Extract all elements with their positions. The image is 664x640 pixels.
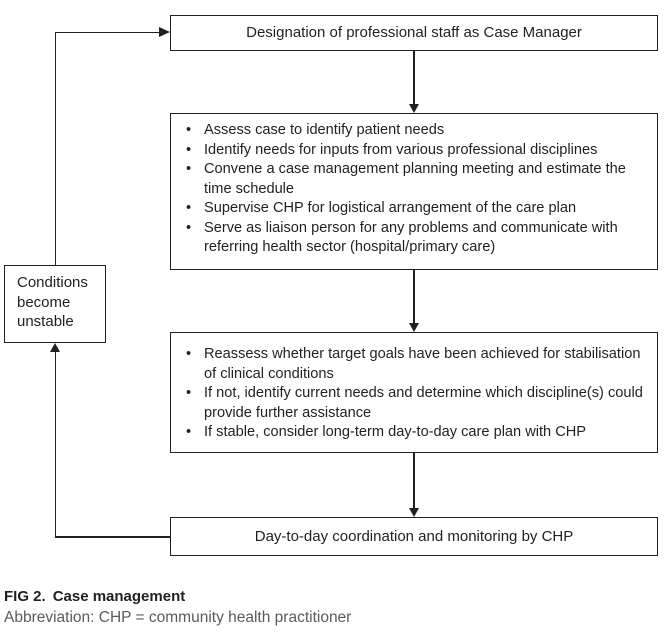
connector-assessment-to-reassessment xyxy=(413,270,415,323)
figure-number: FIG 2. xyxy=(4,588,46,605)
bullet-item: Assess case to identify patient needs xyxy=(186,121,651,141)
flow-box-conditions-unstable: Conditions become unstable xyxy=(4,265,106,343)
feedback-line-conditions-to-top xyxy=(54,32,56,265)
bullet-item: Reassess whether target goals have been … xyxy=(186,345,651,384)
bullet-item: Identify needs for inputs from various p… xyxy=(186,141,651,161)
bullet-item: If stable, consider long-term day-to-day… xyxy=(186,423,651,443)
flow-box-conditions-label: Conditions become unstable xyxy=(17,274,88,330)
feedback-line-bottom xyxy=(55,536,170,538)
connector-reassessment-to-daytoday xyxy=(413,453,415,508)
figure-caption: FIG 2. Case management Abbreviation: CHP … xyxy=(4,586,654,628)
flow-box-daytoday: Day-to-day coordination and monitoring b… xyxy=(170,517,658,556)
assessment-bullet-list: Assess case to identify patient needs Id… xyxy=(171,114,657,258)
figure-caption-title: FIG 2. Case management xyxy=(4,586,654,607)
figure-title: Case management xyxy=(52,588,186,605)
arrow-down-icon xyxy=(408,508,419,517)
arrow-down-icon xyxy=(408,323,419,332)
flow-box-assessment: Assess case to identify patient needs Id… xyxy=(170,113,658,270)
feedback-line-up-to-conditions xyxy=(54,351,56,537)
flow-box-designation: Designation of professional staff as Cas… xyxy=(170,15,658,51)
arrow-up-icon xyxy=(49,343,60,352)
bullet-item: Serve as liaison person for any problems… xyxy=(186,219,651,258)
figure-abbreviation-note: Abbreviation: CHP = community health pra… xyxy=(4,609,352,626)
flow-box-daytoday-label: Day-to-day coordination and monitoring b… xyxy=(254,527,574,545)
bullet-item: Supervise CHP for logistical arrangement… xyxy=(186,199,651,219)
feedback-line-top xyxy=(55,31,159,33)
flow-box-designation-label: Designation of professional staff as Cas… xyxy=(246,24,582,42)
arrow-down-icon xyxy=(408,104,419,113)
arrow-right-icon xyxy=(159,26,170,37)
flow-box-reassessment: Reassess whether target goals have been … xyxy=(170,332,658,453)
reassessment-bullet-list: Reassess whether target goals have been … xyxy=(171,333,657,443)
bullet-item: If not, identify current needs and deter… xyxy=(186,384,651,423)
connector-designation-to-assessment xyxy=(413,50,415,105)
bullet-item: Convene a case management planning meeti… xyxy=(186,160,651,199)
